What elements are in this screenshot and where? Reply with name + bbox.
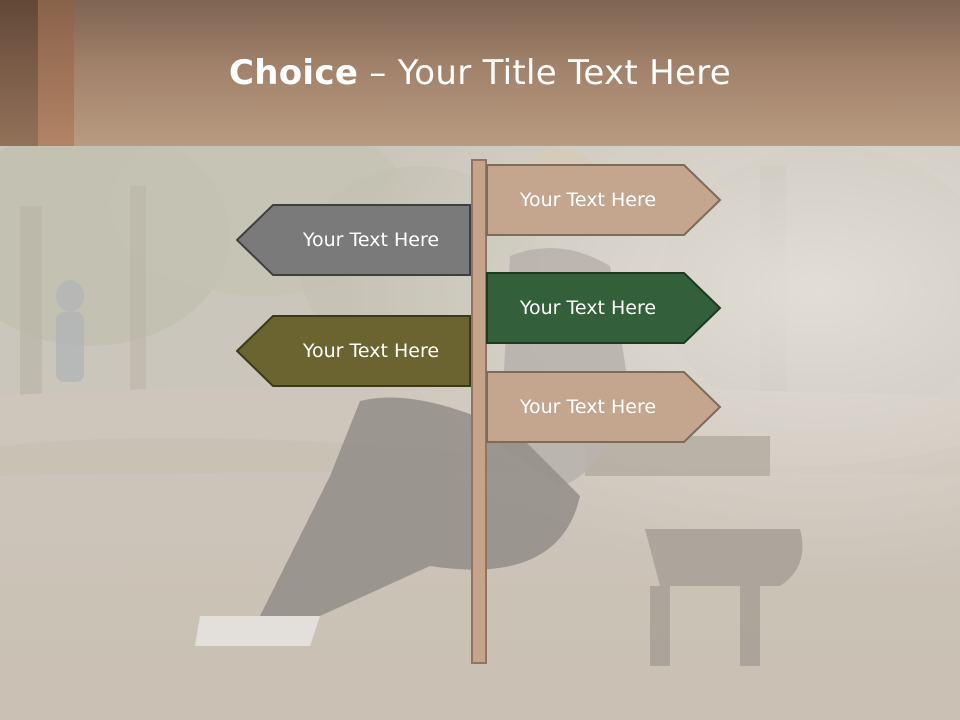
sign-right-3-shape [486,371,722,443]
sign-left-top-shape [236,204,471,276]
sign-right-1[interactable]: Your Text Here [486,164,722,236]
sign-right-3[interactable]: Your Text Here [486,371,722,443]
sign-left-top[interactable]: Your Text Here [236,204,472,276]
sign-left-bottom-shape [236,315,471,387]
slide-title[interactable]: Choice – Your Title Text Here [0,53,960,93]
sign-right-2-shape [486,272,722,344]
sign-left-bottom[interactable]: Your Text Here [236,315,472,387]
sign-left-bottom-label: Your Text Here [302,340,440,362]
sign-right-3-label: Your Text Here [519,396,657,418]
band-stripe [0,0,38,146]
title-band: Choice – Your Title Text Here [0,0,960,146]
sign-right-2[interactable]: Your Text Here [486,272,722,344]
sign-right-2-label: Your Text Here [519,297,657,319]
sign-left-top-label: Your Text Here [302,229,440,251]
title-regular-part: – Your Title Text Here [358,53,731,93]
title-bold-part: Choice [229,53,359,93]
band-stripe [38,0,74,146]
sign-right-1-shape [486,164,722,236]
signpost-pole [471,159,487,664]
sign-right-1-label: Your Text Here [519,189,657,211]
